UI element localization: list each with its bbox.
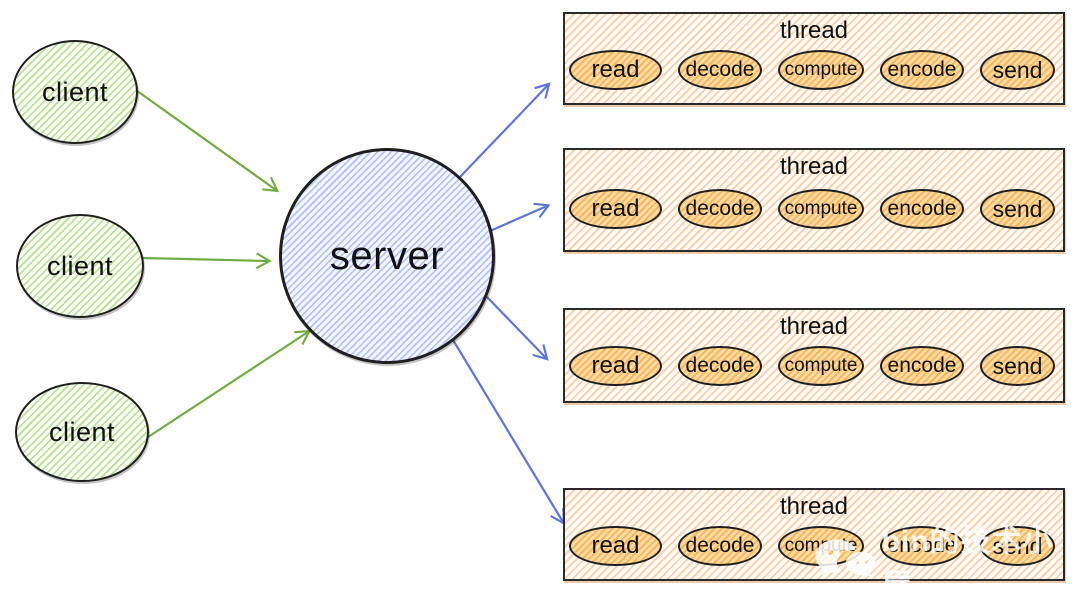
client-node-2: client [16,214,144,318]
stage-encode: encode [880,346,964,386]
stage-encode: encode [880,50,964,90]
stage-compute: compute [778,50,864,90]
stage-row: read decode compute encode send [569,50,1055,90]
arrow-server-thread4 [452,339,565,526]
arrow-server-thread1 [458,82,551,179]
client-label: client [41,76,109,107]
stage-compute: compute [778,346,864,386]
arrow-client2-server [142,252,272,270]
stage-read: read [569,189,662,229]
client-node-3: client [15,382,149,482]
stage-row: read decode compute encode send [569,526,1055,566]
stage-encode: encode [880,526,964,566]
stage-row: read decode compute encode send [569,346,1055,386]
stage-decode: decode [678,526,762,566]
stage-send: send [980,189,1055,229]
stage-compute: compute [778,189,864,229]
server-node: server [279,148,495,364]
stage-send: send [980,346,1055,386]
stage-send: send [980,50,1055,90]
thread-title: thread [779,313,849,340]
thread-box-4: thread read decode compute encode send [563,488,1065,581]
client-label: client [48,416,116,447]
client-node-1: client [12,40,138,144]
stage-read: read [569,526,662,566]
arrow-client3-server [141,329,312,442]
stage-decode: decode [678,50,762,90]
thread-box-2: thread read decode compute encode send [563,148,1065,252]
stage-send: send [980,526,1055,566]
arrow-client1-server [132,87,280,193]
stage-decode: decode [678,346,762,386]
stage-row: read decode compute encode send [569,189,1055,229]
thread-box-3: thread read decode compute encode send [563,308,1065,403]
stage-read: read [569,346,662,386]
stage-encode: encode [880,189,964,229]
stage-read: read [569,50,662,90]
arrow-server-thread3 [486,296,549,361]
client-label: client [46,250,114,281]
stage-compute: compute [778,526,864,566]
thread-box-1: thread read decode compute encode send [563,12,1065,105]
thread-title: thread [779,493,849,520]
arrow-server-thread2 [489,202,551,233]
thread-title: thread [779,17,849,44]
server-label: server [329,233,445,278]
thread-title: thread [779,153,849,180]
stage-decode: decode [678,189,762,229]
